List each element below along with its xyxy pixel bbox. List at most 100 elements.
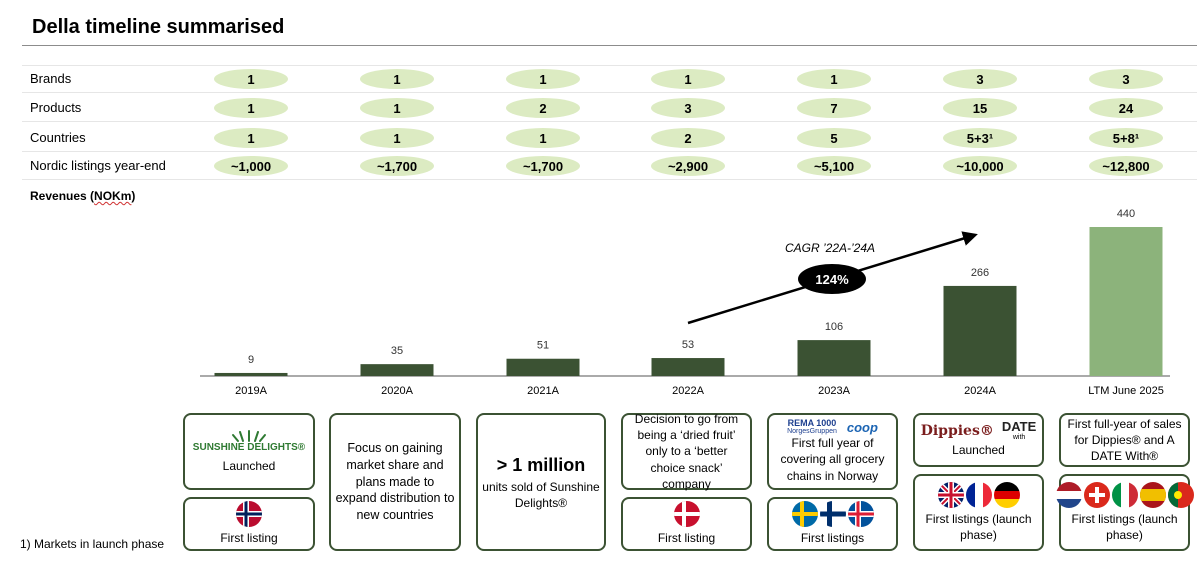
flags-2022 (673, 500, 701, 527)
bar (214, 372, 288, 376)
milestone-2019-text: Launched (222, 458, 276, 473)
revenues-label: Revenues (NOKm) (30, 189, 136, 203)
milestone-2023-text: First full year of covering all grocery … (780, 436, 885, 483)
metric-value: ~5,100 (797, 156, 871, 176)
metric-value: ~12,800 (1089, 156, 1163, 176)
metric-value: 1 (214, 69, 288, 89)
milestone-2023: REMA 1000 NorgesGruppen coop First full … (767, 413, 898, 490)
milestone-2022-text: Decision to go from being a ‘dried fruit… (634, 412, 739, 491)
iceland-flag (847, 500, 874, 527)
metric-value: 5+8¹ (1089, 128, 1163, 148)
flags-ltm (1055, 481, 1195, 508)
footnote: 1) Markets in launch phase (20, 537, 165, 551)
switzerland-flag (1083, 481, 1110, 508)
bar (943, 285, 1017, 376)
milestone-ltm-listing-text: First listings (launch phase) (1071, 511, 1178, 542)
metric-value: 3 (1089, 69, 1163, 89)
bar-value-label: 266 (971, 267, 989, 279)
row-divider (22, 179, 1197, 180)
metric-value: 1 (214, 98, 288, 118)
cagr-value: 124% (815, 272, 849, 287)
cagr-badge (798, 264, 866, 294)
flags-2019 (235, 500, 263, 527)
milestone-2019-listing-text: First listing (220, 530, 278, 545)
metric-value: 1 (506, 128, 580, 148)
metric-label: Brands (30, 71, 72, 86)
page-title: Della timeline summarised (32, 16, 285, 38)
a-date-with-logo: DATE with (1002, 421, 1036, 442)
metric-value: 3 (651, 98, 725, 118)
milestone-2024-text: Launched (952, 443, 1005, 458)
category-label: 2019A (235, 385, 267, 397)
metric-value: 7 (797, 98, 871, 118)
category-label: LTM June 2025 (1088, 385, 1164, 397)
milestone-2023-listing: First listings (767, 497, 898, 551)
row-divider (22, 65, 1197, 66)
finland-flag (819, 500, 846, 527)
milestone-2023-listing-text: First listings (800, 530, 865, 545)
milestone-2024: Dippies® DATE with Launched (913, 413, 1044, 467)
metric-value: 2 (506, 98, 580, 118)
bar-value-label: 53 (682, 339, 694, 351)
sunshine-delights-logo: SUNSHINE DELIGHTS® (192, 442, 306, 454)
france-flag (965, 481, 992, 508)
metric-label: Countries (30, 130, 86, 145)
milestone-2020-text: Focus on gaining market share and plans … (335, 440, 455, 523)
category-label: 2024A (964, 385, 996, 397)
revenue-bar-chart: 92019A352020A512021A532022A1062023A26620… (200, 208, 1170, 397)
metric-value: 1 (214, 128, 288, 148)
milestone-2024-listing: First listings (launch phase) (913, 474, 1044, 551)
metric-value: 1 (360, 69, 434, 89)
metric-value: 1 (360, 128, 434, 148)
metric-value: 1 (797, 69, 871, 89)
metric-value: 3 (943, 69, 1017, 89)
brand-logos-2024: Dippies® DATE with (921, 421, 1037, 442)
milestone-2022: Decision to go from being a ‘dried fruit… (621, 412, 752, 491)
bar-value-label: 35 (391, 345, 403, 357)
coop-logo: coop (846, 419, 878, 435)
bar (797, 340, 871, 376)
row-divider (22, 151, 1197, 152)
rema-1000-logo: REMA 1000 (787, 418, 837, 429)
category-label: 2023A (818, 385, 850, 397)
category-label: 2022A (672, 385, 704, 397)
italy-flag (1111, 481, 1138, 508)
metric-value: 2 (651, 128, 725, 148)
portugal-flag (1167, 481, 1194, 508)
bar (1089, 227, 1163, 376)
spain-flag (1139, 481, 1166, 508)
bar-value-label: 51 (537, 340, 549, 352)
norway-flag (236, 500, 262, 527)
bar (651, 358, 725, 376)
metric-value: ~10,000 (943, 156, 1017, 176)
bar-value-label: 9 (248, 354, 254, 366)
metric-label: Nordic listings year-end (30, 158, 166, 173)
metric-value: ~1,700 (360, 156, 434, 176)
flags-2024 (937, 481, 1021, 508)
milestone-2020: Focus on gaining market share and plans … (329, 413, 461, 551)
bar-value-label: 106 (825, 321, 843, 333)
retailer-logos: REMA 1000 NorgesGruppen coop (787, 418, 878, 436)
milestone-ltm: First full-year of sales for Dippies® an… (1059, 413, 1190, 467)
milestone-2022-listing: First listing (621, 497, 752, 551)
bar (360, 364, 434, 376)
norgesgruppen-logo: NorgesGruppen (787, 428, 837, 436)
cagr-label: CAGR ’22A-’24A (785, 241, 875, 255)
a-date-with-logo-subtext: with (1012, 434, 1026, 442)
metric-value: 1 (360, 98, 434, 118)
milestone-2021-headline: > 1 million (496, 454, 586, 475)
metric-value: 5+3¹ (943, 128, 1017, 148)
metric-value: ~1,700 (506, 156, 580, 176)
bar-value-label: 440 (1117, 208, 1135, 220)
metric-value: ~1,000 (214, 156, 288, 176)
metric-label: Products (30, 100, 82, 115)
flags-2023 (791, 500, 875, 527)
category-label: 2021A (527, 385, 559, 397)
milestone-2021-text: units sold of Sunshine Delights® (482, 479, 600, 511)
row-divider (22, 121, 1197, 122)
metric-value: 1 (506, 69, 580, 89)
metric-value: 1 (651, 69, 725, 89)
metric-value: 5 (797, 128, 871, 148)
sunshine-delights-logo-icon (232, 430, 266, 443)
a-date-with-logo-text: DATE (1001, 419, 1037, 435)
